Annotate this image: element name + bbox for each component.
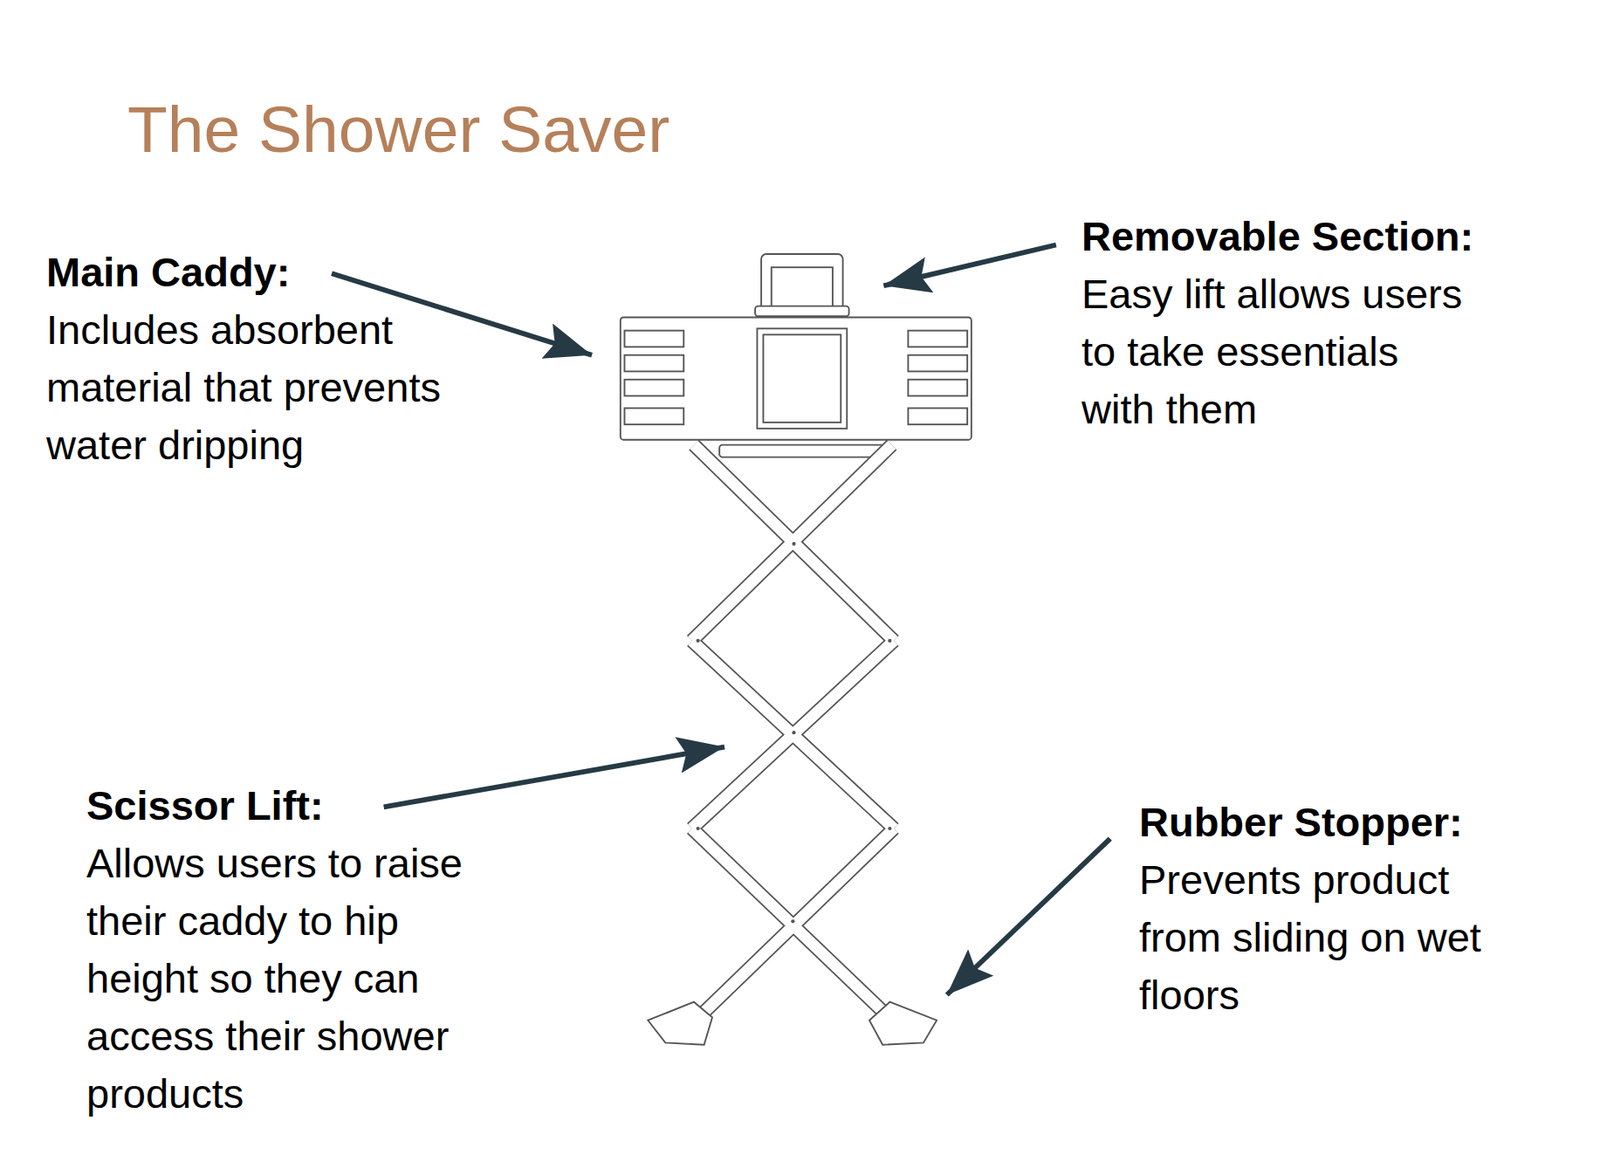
callout-heading: Scissor Lift: (86, 776, 324, 835)
callout-heading: Main Caddy: (46, 243, 290, 302)
caddy-drawing (620, 254, 972, 458)
callout-text: Includes absorbent material that prevent… (46, 301, 483, 474)
diagram-title: The Shower Saver (127, 94, 670, 165)
scissor-lift-drawing (692, 445, 894, 1013)
rubber-stopper-drawing (647, 1002, 937, 1045)
callout-text: Allows users to raise their caddy to hip… (86, 834, 493, 1123)
leader-arrow (883, 244, 1057, 286)
leader-arrow (384, 747, 725, 808)
leader-arrow (947, 838, 1111, 996)
callout-text: Prevents product from sliding on wet flo… (1139, 851, 1515, 1024)
callout-heading: Rubber Stopper: (1139, 793, 1463, 852)
callout-heading: Removable Section: (1081, 207, 1474, 266)
callout-text: Easy lift allows users to take essential… (1081, 265, 1475, 439)
